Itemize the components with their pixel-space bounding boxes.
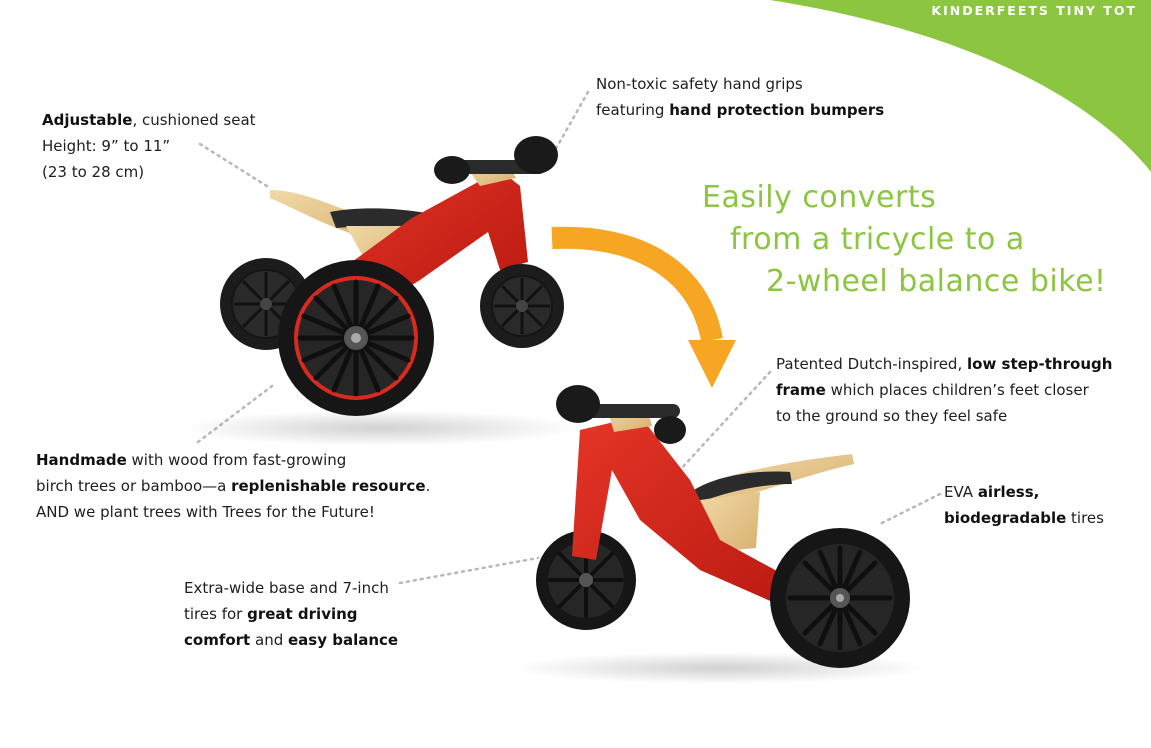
callout-base-bold3: easy balance xyxy=(288,631,399,649)
balance-bike-front-wheel xyxy=(536,530,636,630)
brand-product: TINY TOT xyxy=(1056,3,1137,18)
callout-handmade-line2: birch trees or bamboo—a replenishable re… xyxy=(36,473,430,499)
leader-frame xyxy=(678,370,772,472)
callout-base-line2: tires for great driving xyxy=(184,601,398,627)
callout-seat-line1: Adjustable, cushioned seat xyxy=(42,107,256,133)
callout-frame-line3: to the ground so they feel safe xyxy=(776,407,1008,425)
callout-base-line3: comfort and easy balance xyxy=(184,627,398,653)
callout-base-bold: great driving xyxy=(247,605,358,623)
callout-frame-line2: frame which places children’s feet close… xyxy=(776,377,1112,403)
callout-seat-line2: Height: 9” to 11” xyxy=(42,137,171,155)
callout-tires-rest: tires xyxy=(1066,509,1104,527)
headline-line1: Easily converts xyxy=(702,180,937,215)
callout-handmade-post: . xyxy=(425,477,431,495)
balance-bike-rear-wheel xyxy=(770,528,910,668)
callout-seat: Adjustable, cushioned seat Height: 9” to… xyxy=(42,107,256,185)
callout-base-bold2: comfort xyxy=(184,631,251,649)
callout-handmade-pre: birch trees or bamboo—a xyxy=(36,477,232,495)
callout-seat-line3: (23 to 28 cm) xyxy=(42,163,145,181)
callout-frame-bold: low step-through xyxy=(967,355,1113,373)
leader-seat xyxy=(198,142,272,190)
callout-grips-line1: Non-toxic safety hand grips xyxy=(596,75,803,93)
conversion-arrow-icon xyxy=(551,226,736,388)
callout-tires-bold: airless, xyxy=(977,483,1040,501)
callout-seat-rest: , cushioned seat xyxy=(132,111,256,129)
callout-handmade-line1: Handmade with wood from fast-growing xyxy=(36,447,430,473)
callout-frame-line1: Patented Dutch-inspired, low step-throug… xyxy=(776,351,1112,377)
callout-grips-bold: hand protection bumpers xyxy=(669,101,885,119)
callout-base-line1: Extra-wide base and 7-inch xyxy=(184,579,389,597)
headline-line2: from a tricycle to a xyxy=(730,222,1025,257)
brand-tag: KINDERFEETS TINY TOT xyxy=(931,3,1137,18)
callout-frame-bold2: frame xyxy=(776,381,826,399)
callout-handmade-line3: AND we plant trees with Trees for the Fu… xyxy=(36,503,375,521)
corner-swoosh xyxy=(770,0,1151,172)
headline-line3: 2-wheel balance bike! xyxy=(766,264,1107,299)
tricycle-front-wheel xyxy=(480,264,564,348)
tricycle-main-wheel xyxy=(278,260,434,416)
callout-tires-line1: EVA airless, xyxy=(944,479,1104,505)
callout-tires-line2: biodegradable tires xyxy=(944,505,1104,531)
callout-base-pre: tires for xyxy=(184,605,248,623)
balance-bike-image xyxy=(510,385,930,684)
callout-handmade: Handmade with wood from fast-growing bir… xyxy=(36,447,430,525)
callout-grips-pre: featuring xyxy=(596,101,670,119)
callout-grips-line2: featuring hand protection bumpers xyxy=(596,97,884,123)
callout-handmade-bold2: replenishable resource xyxy=(231,477,426,495)
callout-frame-pre: Patented Dutch-inspired, xyxy=(776,355,967,373)
tricycle-image xyxy=(180,136,580,446)
leader-tires xyxy=(878,492,942,526)
callout-frame: Patented Dutch-inspired, low step-throug… xyxy=(776,351,1112,429)
callout-frame-rest: which places children’s feet closer xyxy=(825,381,1089,399)
callout-handmade-bold: Handmade xyxy=(36,451,127,469)
brand-name: KINDERFEETS xyxy=(931,3,1050,18)
callout-tires-bold2: biodegradable xyxy=(944,509,1067,527)
callout-tires: EVA airless, biodegradable tires xyxy=(944,479,1104,531)
callout-handmade-rest: with wood from fast-growing xyxy=(126,451,347,469)
callout-tires-pre: EVA xyxy=(944,483,978,501)
callout-base: Extra-wide base and 7-inch tires for gre… xyxy=(184,575,398,653)
leader-base xyxy=(398,556,540,585)
callout-base-mid: and xyxy=(250,631,288,649)
callout-grips: Non-toxic safety hand grips featuring ha… xyxy=(596,71,884,123)
callout-seat-bold: Adjustable xyxy=(42,111,133,129)
